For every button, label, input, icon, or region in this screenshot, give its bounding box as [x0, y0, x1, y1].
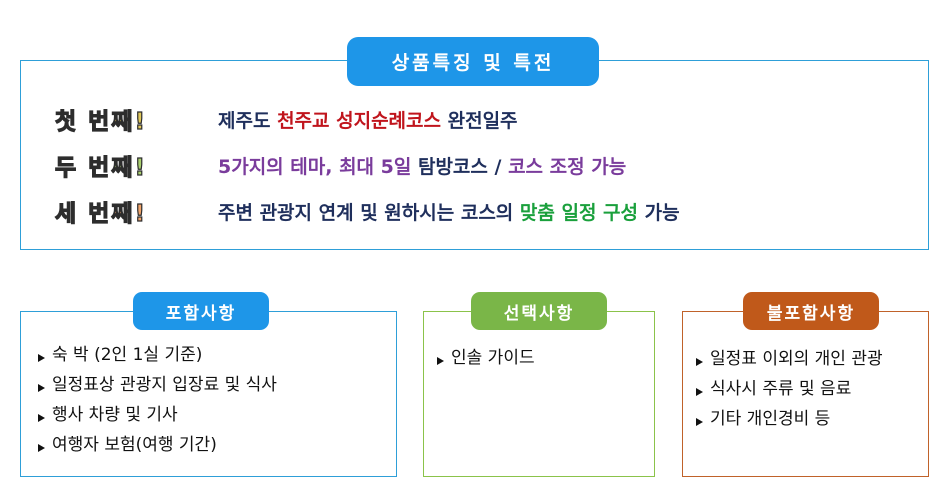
list-item: 일정표상 관광지 입장료 및 식사 [38, 370, 277, 400]
list-item-text: 숙 박 (2인 1실 기준) [52, 345, 203, 365]
feature-text-segment: 천주교 성지순례코스 [277, 110, 441, 132]
feature-text-segment: 코스 조정 가능 [508, 156, 627, 178]
feature-text: 5가지의 테마, 최대 5일 탐방코스 / 코스 조정 가능 [218, 152, 626, 179]
list-item-text: 일정표 이외의 개인 관광 [710, 349, 883, 369]
feature-text: 제주도 천주교 성지순례코스 완전일주 [218, 106, 518, 133]
list-item: 인솔 가이드 [437, 343, 535, 373]
bullet-triangle-icon [437, 357, 444, 365]
features-title-badge: 상품특징 및 특전 [347, 37, 599, 86]
list-item-text: 행사 차량 및 기사 [52, 405, 178, 425]
included-title-badge: 포함사항 [133, 292, 269, 330]
bullet-triangle-icon [696, 388, 703, 396]
feature-text-segment: 맞춤 일정 구성 [519, 202, 639, 224]
feature-text-segment: 탐방코스 / [417, 156, 509, 178]
feature-ordinal: 첫 번째! [54, 108, 147, 135]
optional-panel [423, 311, 655, 477]
feature-text-segment: 주변 관광지 연계 및 원하시는 코스의 [218, 202, 520, 224]
feature-text-segment: 제주도 [218, 110, 278, 132]
included-panel [20, 311, 397, 477]
feature-text-segment: 가능 [638, 202, 680, 224]
feature-ordinal: 두 번째! [54, 154, 147, 181]
list-item-text: 기타 개인경비 등 [710, 409, 831, 429]
bullet-triangle-icon [38, 444, 45, 452]
list-item: 기타 개인경비 등 [696, 404, 883, 434]
bullet-triangle-icon [38, 414, 45, 422]
list-item: 여행자 보험(여행 기간) [38, 430, 277, 460]
optional-title-badge: 선택사항 [471, 292, 607, 330]
bullet-triangle-icon [696, 358, 703, 366]
feature-ordinal: 세 번째! [54, 200, 147, 227]
bullet-triangle-icon [696, 418, 703, 426]
bullet-triangle-icon [38, 354, 45, 362]
excluded-panel [682, 311, 929, 477]
list-item: 행사 차량 및 기사 [38, 400, 277, 430]
list-item-text: 인솔 가이드 [451, 348, 535, 368]
list-item-text: 일정표상 관광지 입장료 및 식사 [52, 375, 277, 395]
optional-list: 인솔 가이드 [437, 343, 535, 373]
list-item-text: 여행자 보험(여행 기간) [52, 435, 217, 455]
feature-text: 주변 관광지 연계 및 원하시는 코스의 맞춤 일정 구성 가능 [218, 198, 680, 225]
feature-text-segment: 완전일주 [441, 110, 518, 132]
list-item: 일정표 이외의 개인 관광 [696, 344, 883, 374]
features-panel [20, 60, 929, 250]
feature-text-segment: 5가지의 테마, 최대 5일 [218, 156, 418, 178]
bullet-triangle-icon [38, 384, 45, 392]
excluded-title-badge: 불포함사항 [743, 292, 879, 330]
list-item: 식사시 주류 및 음료 [696, 374, 883, 404]
list-item-text: 식사시 주류 및 음료 [710, 379, 852, 399]
list-item: 숙 박 (2인 1실 기준) [38, 340, 277, 370]
